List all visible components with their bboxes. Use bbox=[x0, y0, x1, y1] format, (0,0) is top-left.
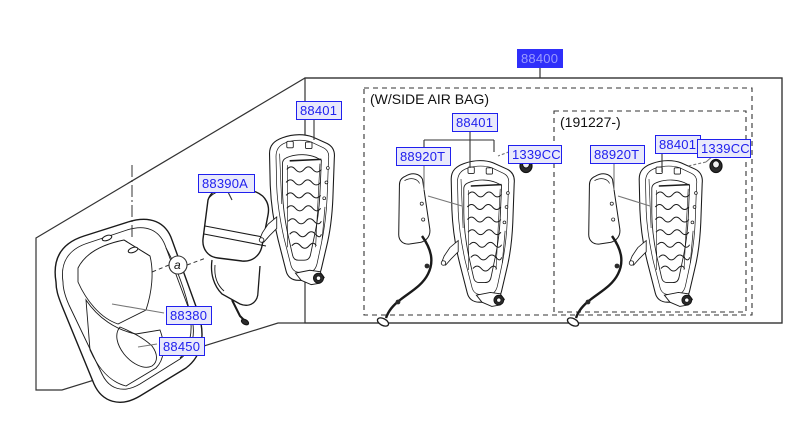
callout-88450[interactable]: 88450 bbox=[159, 337, 205, 356]
marker-a-group bbox=[151, 255, 207, 275]
seat-frame-middle bbox=[440, 159, 516, 308]
callout-88920T-middle[interactable]: 88920T bbox=[396, 147, 451, 166]
marker-a-label: a bbox=[174, 258, 181, 272]
frames-region-box bbox=[304, 77, 783, 324]
callout-1339CC-middle[interactable]: 1339CC bbox=[508, 145, 562, 164]
airbag-module-middle bbox=[398, 173, 431, 245]
callout-88920T-right[interactable]: 88920T bbox=[590, 145, 645, 164]
leader-lines bbox=[111, 117, 715, 348]
nut-right bbox=[709, 158, 723, 174]
callout-88401-left[interactable]: 88401 bbox=[296, 101, 342, 120]
group-label-date-range: (191227-) bbox=[560, 114, 621, 130]
airbag-harness-middle bbox=[374, 234, 433, 330]
callout-1339CC-right[interactable]: 1339CC bbox=[697, 139, 751, 158]
callout-88380[interactable]: 88380 bbox=[166, 306, 212, 325]
callout-88400[interactable]: 88400 bbox=[517, 49, 563, 68]
callout-88401-middle[interactable]: 88401 bbox=[452, 113, 498, 132]
callout-88390A[interactable]: 88390A bbox=[198, 174, 255, 193]
airbag-module-right bbox=[588, 173, 621, 245]
group-label-side-air-bag: (W/SIDE AIR BAG) bbox=[370, 91, 490, 107]
seat-frame-left bbox=[258, 133, 336, 286]
seat-back-cushion-part bbox=[54, 165, 203, 403]
date-range-dashed-box bbox=[553, 110, 747, 313]
airbag-harness-right bbox=[564, 234, 623, 330]
headrest-part bbox=[202, 185, 270, 326]
callout-88401-right[interactable]: 88401 bbox=[655, 135, 701, 154]
side-airbag-dashed-box bbox=[363, 87, 753, 316]
seat-frame-right bbox=[628, 159, 704, 308]
